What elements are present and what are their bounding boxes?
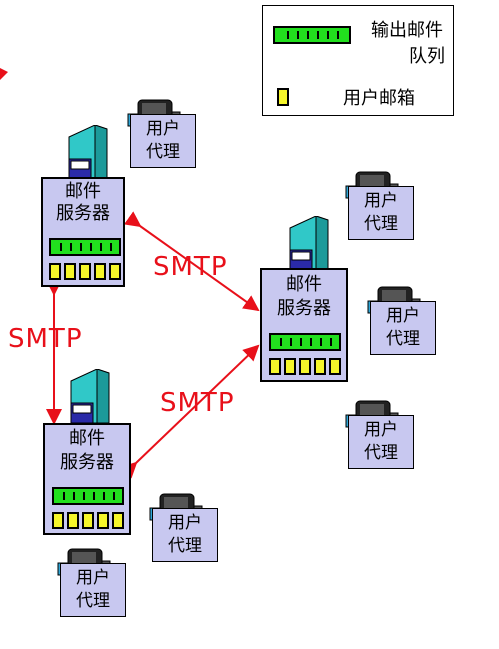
outgoing-queue-icon xyxy=(49,238,121,256)
smtp-label-bottom: SMTP xyxy=(160,388,235,418)
user-agent-label-1: 用户 xyxy=(364,191,398,211)
mailbox-icon xyxy=(49,263,61,280)
arrow-top-right xyxy=(123,211,260,312)
user-agent-label-1: 用户 xyxy=(386,306,420,326)
user-agent-label-2: 代理 xyxy=(168,536,202,556)
mailbox-icon xyxy=(112,512,124,529)
user-agent-label-2: 代理 xyxy=(76,591,110,611)
user-agent-label-1: 用户 xyxy=(76,568,110,588)
server-tower-icon xyxy=(70,369,110,424)
mailbox-icon xyxy=(82,512,94,529)
mailbox-icon xyxy=(94,263,106,280)
outgoing-queue-icon xyxy=(273,26,351,44)
server-tower-icon xyxy=(68,125,108,180)
smtp-label-top: SMTP xyxy=(153,252,228,282)
user-agent-label-2: 代理 xyxy=(386,329,420,349)
user-agent-1: 用户 代理 xyxy=(126,98,196,174)
user-agent-label-2: 代理 xyxy=(364,443,398,463)
legend-mailbox-label: 用户邮箱 xyxy=(343,88,415,109)
mailbox-icon xyxy=(97,512,109,529)
mailbox-icon xyxy=(67,512,79,529)
user-agent-6: 用户 代理 xyxy=(56,547,126,623)
mailbox-icon xyxy=(329,358,341,375)
user-agent-label-1: 用户 xyxy=(364,420,398,440)
user-agent-3: 用户 代理 xyxy=(366,285,436,361)
mail-server-right: 邮件 服务器 xyxy=(260,216,356,386)
mailbox-icon xyxy=(269,358,281,375)
user-agent-label-1: 用户 xyxy=(146,119,180,139)
server-label-line1: 邮件 xyxy=(65,181,101,202)
user-agent-5: 用户 代理 xyxy=(148,492,218,568)
mailbox-icon xyxy=(109,263,121,280)
mailbox-icon xyxy=(277,88,289,106)
mailbox-icon xyxy=(64,263,76,280)
smtp-label-left: SMTP xyxy=(8,324,83,354)
user-agent-4: 用户 代理 xyxy=(344,399,414,475)
mailbox-icon xyxy=(52,512,64,529)
outgoing-queue-icon xyxy=(269,333,341,351)
edge-arrow-fragment xyxy=(0,68,8,80)
mail-server-top: 邮件 服务器 xyxy=(41,125,137,295)
outgoing-queue-icon xyxy=(52,487,124,505)
mailbox-icon xyxy=(314,358,326,375)
server-label-line2: 服务器 xyxy=(277,298,331,319)
server-label-line2: 服务器 xyxy=(56,203,110,224)
mailbox-icon xyxy=(299,358,311,375)
user-agent-label-2: 代理 xyxy=(364,214,398,234)
legend-queue-label-1: 输出邮件 xyxy=(371,20,443,41)
server-label-line1: 邮件 xyxy=(286,274,322,295)
legend-queue-label-2: 队列 xyxy=(409,46,445,67)
server-tower-icon xyxy=(289,216,329,271)
user-agent-label-1: 用户 xyxy=(168,513,202,533)
mail-server-bottom: 邮件 服务器 xyxy=(43,369,139,539)
legend: 输出邮件 队列 用户邮箱 xyxy=(262,5,454,116)
server-label-line1: 邮件 xyxy=(69,428,105,449)
user-agent-2: 用户 代理 xyxy=(344,170,414,246)
server-label-line2: 服务器 xyxy=(60,452,114,473)
arrow-bottom-right xyxy=(120,344,260,479)
mailbox-icon xyxy=(284,358,296,375)
user-agent-label-2: 代理 xyxy=(146,142,180,162)
mailbox-icon xyxy=(79,263,91,280)
